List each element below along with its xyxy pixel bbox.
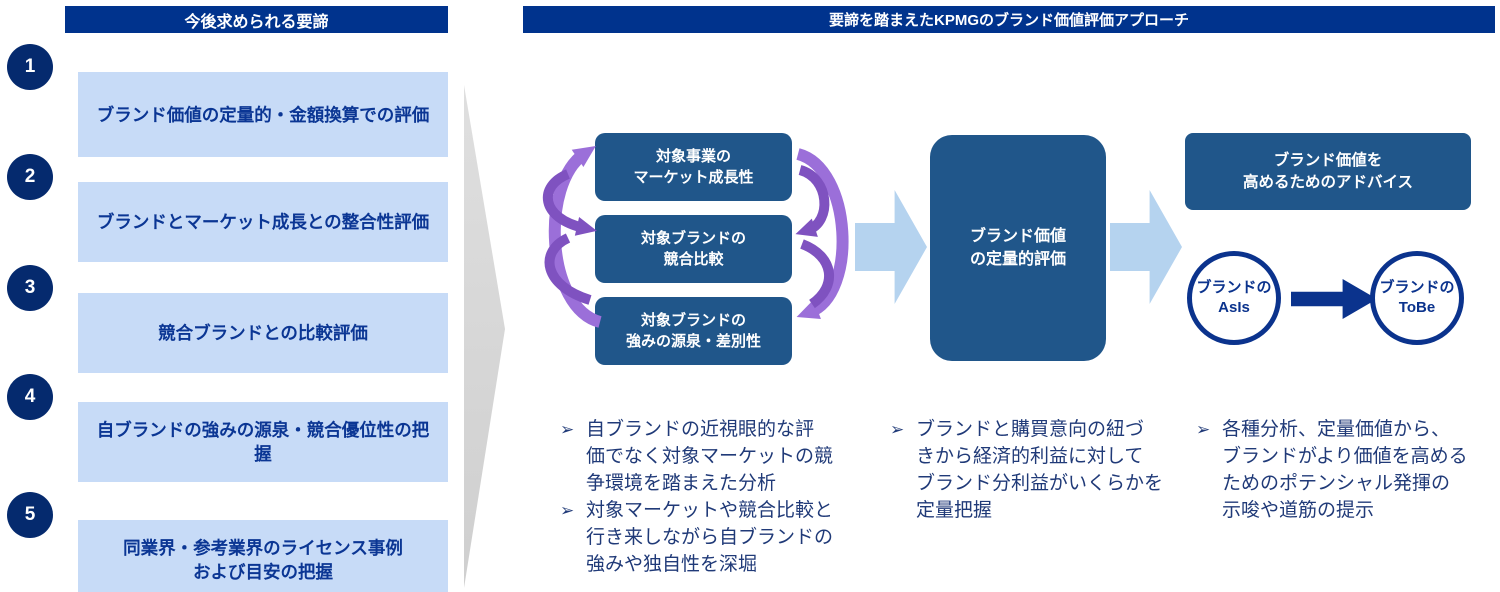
transition-arrow-icon bbox=[464, 85, 505, 588]
cycle-arrows-left-icon bbox=[542, 145, 603, 328]
bullet-text: 自ブランドの近視眼的な評 価でなく対象マーケットの競 争環境を踏まえた分析 bbox=[586, 419, 834, 494]
asis-to-tobe-arrow-icon bbox=[1291, 279, 1377, 319]
bullet-text: 各種分析、定量価値から、 ブランドがより価値を高める ためのポテンシャル発揮の … bbox=[1222, 419, 1468, 521]
arrow-bullet-icon: ➢ bbox=[1196, 420, 1211, 439]
quantitative-evaluation-box: ブランド価値 の定量的評価 bbox=[930, 135, 1106, 361]
advice-bullet-list: ➢ 各種分析、定量価値から、 ブランドがより価値を高める ためのポテンシャル発揮… bbox=[1196, 416, 1500, 524]
brand-asis-circle: ブランドの AsIs bbox=[1187, 251, 1281, 345]
cycle-arrows-right-icon bbox=[795, 148, 849, 319]
arrow-bullet-icon: ➢ bbox=[560, 501, 575, 520]
chevron-right-icon-2 bbox=[1110, 190, 1182, 304]
analysis-box-market-growth: 対象事業の マーケット成長性 bbox=[595, 133, 792, 201]
requirement-item-3: 競合ブランドとの比較評価 bbox=[78, 293, 448, 373]
requirement-item-2: ブランドとマーケット成長との整合性評価 bbox=[78, 182, 448, 262]
list-item: ➢ 自ブランドの近視眼的な評 価でなく対象マーケットの競 争環境を踏まえた分析 bbox=[560, 416, 872, 497]
arrow-bullet-icon: ➢ bbox=[560, 420, 575, 439]
number-badge-1: 1 bbox=[7, 44, 53, 90]
quant-bullet-list: ➢ ブランドと購買意向の紐づ きから経済的利益に対して ブランド分利益がいくらか… bbox=[890, 416, 1202, 524]
analysis-bullet-list: ➢ 自ブランドの近視眼的な評 価でなく対象マーケットの競 争環境を踏まえた分析 … bbox=[560, 416, 872, 578]
bullet-text: 対象マーケットや競合比較と 行き来しながら自ブランドの 強みや独自性を深堀 bbox=[586, 500, 834, 575]
requirement-item-5: 同業界・参考業界のライセンス事例 および目安の把握 bbox=[78, 520, 448, 592]
list-item: ➢ 対象マーケットや競合比較と 行き来しながら自ブランドの 強みや独自性を深堀 bbox=[560, 497, 872, 578]
analysis-box-strength-differentiation: 対象ブランドの 強みの源泉・差別性 bbox=[595, 297, 792, 365]
number-badge-3: 3 bbox=[7, 265, 53, 311]
brand-tobe-circle: ブランドの ToBe bbox=[1370, 251, 1464, 345]
analysis-box-competitor-comparison: 対象ブランドの 競合比較 bbox=[595, 215, 792, 283]
list-item: ➢ 各種分析、定量価値から、 ブランドがより価値を高める ためのポテンシャル発揮… bbox=[1196, 416, 1500, 524]
right-section-header: 要諦を踏まえたKPMGのブランド価値評価アプローチ bbox=[523, 6, 1495, 33]
requirement-item-4: 自ブランドの強みの源泉・競合優位性の把握 bbox=[78, 402, 448, 482]
number-badge-2: 2 bbox=[7, 154, 53, 200]
bullet-text: ブランドと購買意向の紐づ きから経済的利益に対して ブランド分利益がいくらかを … bbox=[916, 419, 1164, 521]
arrow-bullet-icon: ➢ bbox=[890, 420, 905, 439]
left-section-header: 今後求められる要諦 bbox=[65, 6, 448, 33]
list-item: ➢ ブランドと購買意向の紐づ きから経済的利益に対して ブランド分利益がいくらか… bbox=[890, 416, 1202, 524]
advice-box: ブランド価値を 高めるためのアドバイス bbox=[1185, 133, 1471, 210]
number-badge-5: 5 bbox=[7, 492, 53, 538]
requirement-item-1: ブランド価値の定量的・金額換算での評価 bbox=[78, 72, 448, 157]
number-badge-4: 4 bbox=[7, 374, 53, 420]
